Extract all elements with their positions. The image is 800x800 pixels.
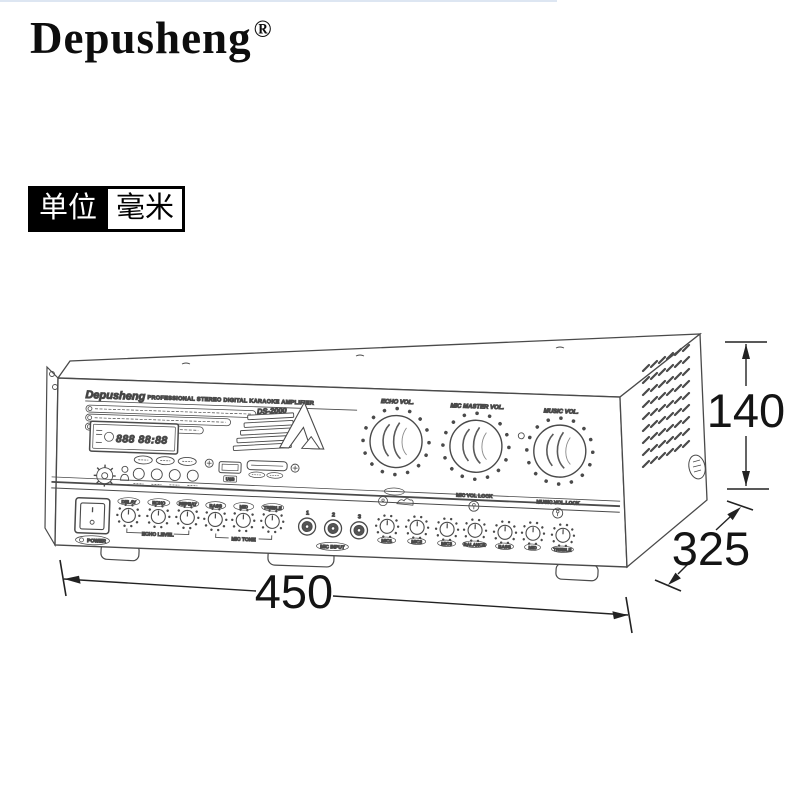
dimension-annotations: 450 140 325 [59, 341, 785, 634]
mic-master-vol-label: MIC MASTER VOL. [450, 403, 504, 411]
music-vol-label: MUSIC VOL. [544, 409, 580, 416]
usb-label: USB [226, 476, 235, 481]
jack1-number: 1 [306, 511, 309, 517]
echo-level-group-label: ECHO LEVEL [142, 531, 174, 538]
balance-label: BALANCE [463, 542, 485, 548]
echo-knob-label: ECHO [152, 500, 166, 505]
panel-brand-text: Depusheng [85, 389, 146, 403]
unit-badge-value: 毫米 [105, 189, 183, 229]
arrow-upright-icon [727, 507, 741, 521]
echo-section: DELAY ECHO REPEAT ECHO LEVEL [115, 497, 200, 539]
side-vents [641, 343, 691, 469]
corner-screw-icon [49, 371, 55, 377]
mic-treble-label: TREBLE [264, 505, 282, 511]
screw-icon [290, 463, 300, 473]
mic1-label: MIC1 [381, 538, 392, 543]
mic2-label: MIC2 [411, 539, 422, 544]
repeat-label: REPEAT [179, 501, 197, 507]
bass-label: BASS [498, 544, 511, 549]
mic-input-group-label: MIC INPUT [320, 544, 345, 551]
screw-icon [517, 432, 525, 440]
echo-vol-label: ECHO VOL. [381, 399, 415, 406]
top-face-screws [181, 346, 565, 365]
unit-badge-label: 单位 [31, 189, 106, 229]
screw-icon [204, 458, 214, 468]
brand-logo: Depusheng® [30, 12, 273, 64]
mid-label: MID [528, 545, 537, 550]
arrow-left-icon [64, 575, 81, 584]
side-badge [688, 454, 706, 480]
mic-jack-1 [297, 517, 317, 536]
arrow-downleft-icon [668, 572, 681, 585]
mic-tone-section: BASS MID TREBLE MIC TONE [202, 501, 285, 544]
sd-card-slot [246, 460, 288, 479]
mic-bass-label: BASS [209, 503, 222, 508]
arrow-up-icon [742, 344, 750, 359]
width-dimension: 450 [59, 559, 633, 634]
mode-icon [396, 498, 414, 506]
lcd-display-value: 888 88:88 [116, 433, 168, 447]
mic-tone-group-label: MIC TONE [231, 536, 256, 543]
mic-vol-lock-label: MIC VOL LOCK [456, 493, 493, 500]
arrow-down-icon [742, 471, 750, 486]
mic-jack-3 [349, 520, 369, 540]
mic3-label: MIC3 [441, 541, 452, 546]
triangle-logo-icon [278, 401, 325, 450]
usb-port: USB [218, 461, 242, 483]
function-buttons [132, 455, 199, 487]
height-dimension: 140 [707, 341, 785, 490]
corner-screw-icon [52, 384, 58, 390]
panel-groove [51, 476, 621, 513]
power-icon [79, 537, 84, 543]
lock-icon [552, 507, 564, 519]
height-value: 140 [707, 384, 785, 437]
width-value: 450 [255, 565, 333, 618]
top-accent-line [0, 0, 557, 2]
model-number-text: DS-2000 [257, 406, 288, 416]
jack2-number: 2 [332, 512, 335, 518]
mic-input-section: 1 2 3 MIC INPUT [297, 510, 369, 551]
power-label: POWER [87, 538, 106, 545]
device-front-face [54, 377, 628, 568]
mic-jack-2 [323, 519, 343, 538]
mic-mid-label: MID [240, 504, 249, 509]
model-logo: DS-2000 [232, 401, 325, 451]
front-panel: Depusheng PROFESSIONAL STEREO DIGITAL KA… [51, 388, 621, 553]
registered-trademark-icon: ® [253, 17, 273, 43]
jack3-number: 3 [358, 514, 361, 520]
arrow-right-icon [612, 611, 628, 620]
depth-value: 325 [672, 522, 750, 575]
mixer-section: MIC1 MIC2 MIC3 BALANCE BASS MID [374, 513, 576, 553]
delay-label: DELAY [121, 499, 136, 505]
device-side-face [619, 332, 708, 569]
depth-dimension: 325 [654, 500, 754, 592]
mic-priority-icon [120, 465, 130, 481]
amplifier-drawing: Depusheng PROFESSIONAL STEREO DIGITAL KA… [44, 332, 708, 582]
brand-logo-text: Depusheng [30, 13, 252, 63]
lcd-display: 888 88:88 [88, 420, 180, 455]
treble-label: TREBLE [553, 547, 571, 553]
power-switch: POWER [74, 497, 111, 545]
unit-badge: 单位 毫米 [28, 186, 186, 232]
